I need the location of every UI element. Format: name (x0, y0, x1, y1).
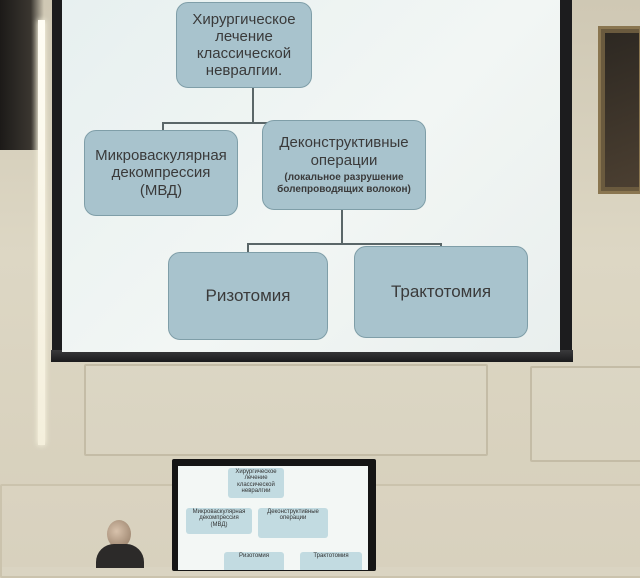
monitor-node-line: (МВД) (210, 521, 228, 528)
node-deconstructive-operations: Деконструктивные операции (локальное раз… (262, 120, 426, 210)
node-text: Трактотомия (390, 282, 492, 302)
person-head-icon (107, 520, 131, 548)
monitor-node-line: операции (279, 515, 307, 522)
node-note: (локальное разрушение болепроводящих вол… (277, 172, 411, 196)
monitor-node-tractotomy: Трактотомия (300, 552, 362, 570)
light-stripe (38, 20, 45, 445)
projected-slide: Хирургическое лечение классической невра… (62, 0, 560, 352)
monitor-node-rhizotomy: Ризотомия (224, 552, 284, 570)
node-note-line: (локальное разрушение (284, 171, 404, 183)
connector (162, 122, 342, 124)
monitor-node-mvd: Микроваскулярная декомпрессия (МВД) (186, 508, 252, 534)
node-text-line: Хирургическое (192, 10, 296, 28)
connector (341, 208, 343, 244)
node-text-line: классической (196, 45, 292, 62)
person-body (96, 544, 144, 568)
node-mvd: Микроваскулярная декомпрессия (МВД) (84, 130, 238, 216)
projection-screen-bottom-bar (51, 350, 573, 362)
monitor-node-line: Микроваскулярная (192, 509, 246, 515)
node-note-line: болепроводящих волокон) (277, 183, 411, 195)
monitor-node-line: Хирургическое (235, 469, 277, 475)
monitor-node-line: невралгии (241, 487, 271, 494)
connector (247, 243, 249, 255)
monitor-screen: Хирургическое лечение классической невра… (178, 466, 368, 570)
node-text-line: Деконструктивные (279, 134, 409, 152)
monitor-node-line: лечение (244, 475, 268, 482)
node-text-line: Микроваскулярная (95, 147, 227, 165)
monitor-node-root: Хирургическое лечение классической невра… (228, 468, 284, 498)
node-surgical-treatment: Хирургическое лечение классической невра… (176, 2, 312, 88)
connector (252, 86, 254, 123)
node-rhizotomy: Ризотомия (168, 252, 328, 340)
monitor-node-line: Деконструктивные (267, 509, 319, 515)
audience-member (96, 520, 144, 568)
node-text-line: декомпрессия (111, 164, 211, 182)
monitor-node-line: декомпрессия (199, 515, 239, 522)
wall-panel (530, 366, 640, 462)
wall-portrait (598, 26, 640, 194)
node-text-line: невралгии. (205, 62, 283, 80)
node-text-line: операции (310, 151, 378, 169)
monitor-node-line: Трактотомия (313, 553, 349, 559)
dark-curtain (0, 0, 44, 150)
node-text-line: (МВД) (139, 181, 183, 199)
monitor-node-line: классической (237, 481, 275, 488)
connector (247, 243, 442, 245)
node-text-line: лечение (215, 27, 273, 45)
monitor-node-line: Ризотомия (239, 553, 269, 559)
node-tractotomy: Трактотомия (354, 246, 528, 338)
connector (162, 122, 164, 132)
node-text: Ризотомия (205, 286, 291, 306)
wall-panel (84, 364, 488, 456)
monitor-node-deconstructive: Деконструктивные операции (258, 508, 328, 538)
